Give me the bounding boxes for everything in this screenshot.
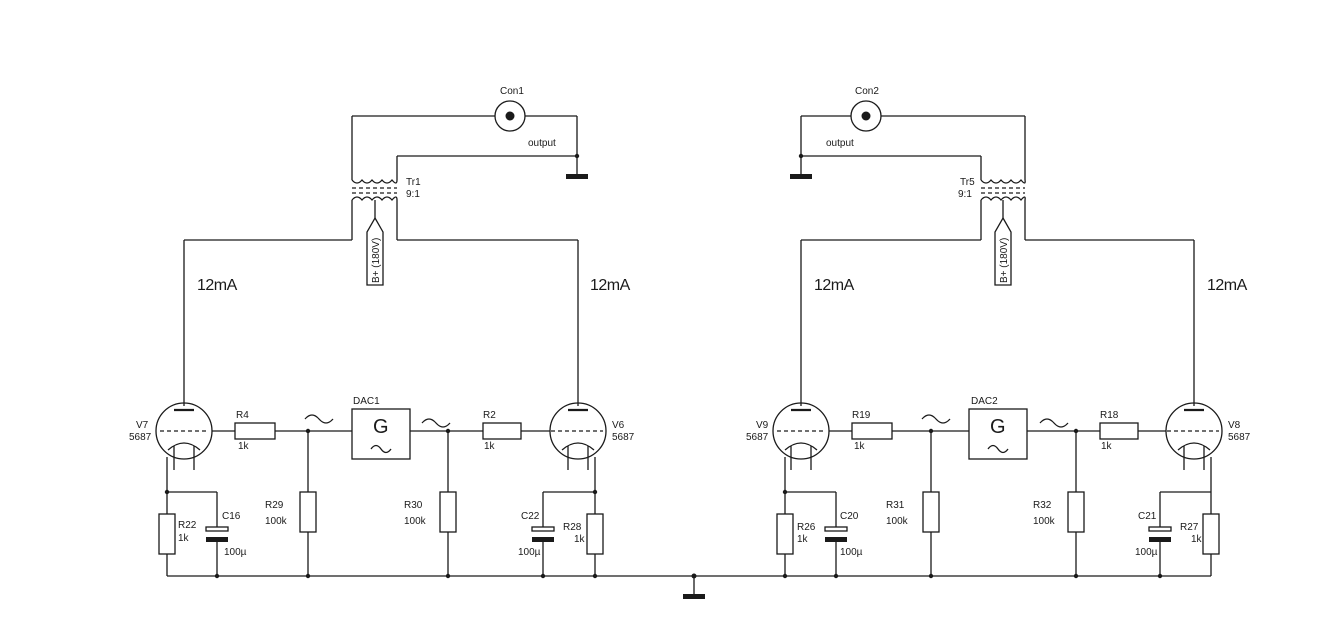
cathode-network-left: R26 1k C20 100µ <box>776 457 863 579</box>
cap-value: 100µ <box>840 547 863 558</box>
resistor-value: 1k <box>854 441 866 452</box>
output-connector: Con2 output <box>790 86 1026 180</box>
supply-flag: B+ (180V) <box>994 216 1012 286</box>
cathode-network-left: R22 1k C16 100µ <box>158 457 247 579</box>
tube-ref: V9 <box>756 420 769 431</box>
grid-resistor-r4: R4 1k <box>212 410 308 452</box>
grid-resistor-r19: R19 1k <box>829 410 931 452</box>
resistor-value: 1k <box>574 534 586 545</box>
connector-ref: Con1 <box>500 86 524 97</box>
resistor-ref: R22 <box>178 520 197 531</box>
output-connector: Con1 output <box>351 86 588 180</box>
resistor-value: 100k <box>404 516 427 527</box>
cap-value: 100µ <box>1135 547 1158 558</box>
resistor-value: 1k <box>484 441 496 452</box>
supply-flag: B+ (180V) <box>366 216 384 286</box>
supply-label: B+ (180V) <box>999 238 1010 283</box>
tube-v9: V9 5687 <box>746 402 830 470</box>
load-resistor-r29: R29 100k <box>265 428 317 579</box>
ground-bus <box>167 573 1211 599</box>
transformer-ref: Tr5 <box>960 177 975 188</box>
cap-ref: C16 <box>222 511 241 522</box>
generator-symbol: G <box>373 416 389 438</box>
resistor-ref: R18 <box>1100 410 1119 421</box>
transformer-ratio: 9:1 <box>958 189 972 200</box>
generator-dac2: G DAC2 <box>921 396 1100 460</box>
resistor-value: 100k <box>1033 516 1056 527</box>
resistor-ref: R32 <box>1033 500 1052 511</box>
connector-label: output <box>826 138 854 149</box>
load-resistor-r32: R32 100k <box>1033 428 1085 579</box>
resistor-ref: R30 <box>404 500 423 511</box>
cap-value: 100µ <box>224 547 247 558</box>
transformer-ratio: 9:1 <box>406 189 420 200</box>
plate-current-right: 12mA <box>590 277 631 294</box>
cathode-network-right: R27 1k C21 100µ <box>1135 457 1220 579</box>
resistor-ref: R19 <box>852 410 871 421</box>
generator-dac1: G DAC1 <box>304 396 483 460</box>
resistor-value: 1k <box>1191 534 1203 545</box>
resistor-value: 1k <box>797 534 809 545</box>
cap-ref: C21 <box>1138 511 1157 522</box>
tube-type: 5687 <box>129 432 152 443</box>
cap-value: 100µ <box>518 547 541 558</box>
resistor-ref: R2 <box>483 410 496 421</box>
resistor-value: 100k <box>886 516 909 527</box>
grid-resistor-r2: R2 1k <box>482 410 550 452</box>
resistor-value: 100k <box>265 516 288 527</box>
tube-v7: V7 5687 <box>129 402 213 470</box>
tube-v6: V6 5687 <box>549 402 635 470</box>
cathode-network-right: R28 1k C22 100µ <box>518 457 604 579</box>
output-transformer: Tr1 9:1 <box>351 177 421 240</box>
resistor-ref: R31 <box>886 500 905 511</box>
tube-type: 5687 <box>612 432 635 443</box>
plate-current-left: 12mA <box>814 277 855 294</box>
connector-ref: Con2 <box>855 86 879 97</box>
resistor-value: 1k <box>178 533 190 544</box>
cap-ref: C22 <box>521 511 540 522</box>
channel-1: Con1 output Tr1 9:1 B+ (180V) <box>129 86 635 579</box>
grid-resistor-r18: R18 1k <box>1099 410 1166 452</box>
resistor-ref: R4 <box>236 410 249 421</box>
load-resistor-r31: R31 100k <box>886 428 940 579</box>
tube-ref: V6 <box>612 420 625 431</box>
supply-label: B+ (180V) <box>371 238 382 283</box>
resistor-value: 1k <box>1101 441 1113 452</box>
connector-label: output <box>528 138 556 149</box>
resistor-ref: R28 <box>563 522 582 533</box>
resistor-ref: R26 <box>797 522 816 533</box>
plate-current-right: 12mA <box>1207 277 1248 294</box>
tube-type: 5687 <box>1228 432 1251 443</box>
output-transformer: Tr5 9:1 <box>958 177 1026 240</box>
plate-current-left: 12mA <box>197 277 238 294</box>
tube-v8: V8 5687 <box>1165 402 1251 470</box>
tube-ref: V8 <box>1228 420 1241 431</box>
generator-symbol: G <box>990 416 1006 438</box>
resistor-ref: R27 <box>1180 522 1199 533</box>
tube-type: 5687 <box>746 432 769 443</box>
channel-2: Con2 output Tr5 9:1 B+ (180V) <box>746 86 1251 579</box>
resistor-value: 1k <box>238 441 250 452</box>
resistor-ref: R29 <box>265 500 284 511</box>
cap-ref: C20 <box>840 511 859 522</box>
transformer-ref: Tr1 <box>406 177 421 188</box>
generator-ref: DAC2 <box>971 396 998 407</box>
load-resistor-r30: R30 100k <box>404 428 457 579</box>
tube-ref: V7 <box>136 420 149 431</box>
generator-ref: DAC1 <box>353 396 380 407</box>
